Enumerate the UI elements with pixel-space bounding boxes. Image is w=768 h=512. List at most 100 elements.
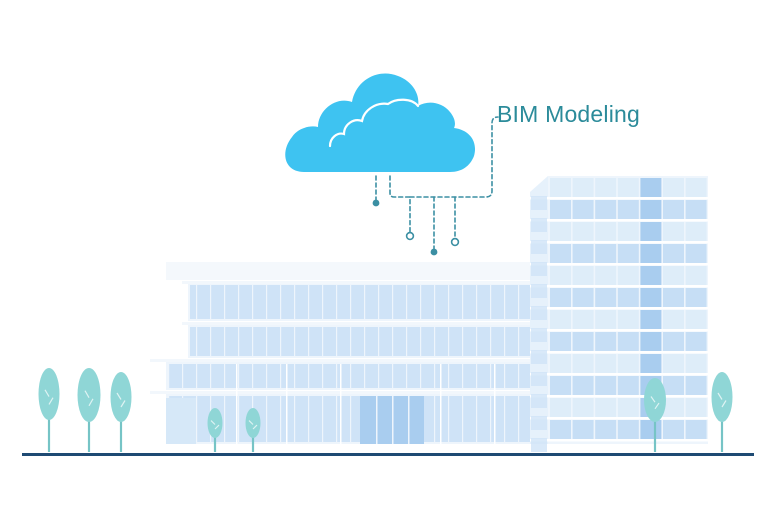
tower-window	[572, 200, 594, 219]
tower-window	[595, 398, 617, 417]
tower-window	[617, 288, 639, 307]
tower-window	[550, 332, 571, 351]
tower-window	[550, 222, 571, 241]
tree-canopy	[38, 368, 60, 420]
tower-slab	[530, 285, 708, 288]
tower-side-window	[531, 416, 547, 430]
tower-slab	[530, 439, 708, 442]
tower-window	[685, 376, 707, 395]
tower-window	[663, 310, 684, 329]
tower-window	[617, 354, 639, 373]
ground-line	[22, 453, 754, 456]
tower-window	[550, 200, 571, 219]
tower-window	[595, 420, 617, 439]
tower-window	[685, 200, 707, 219]
floor-slab	[182, 281, 546, 284]
tower-window	[550, 376, 571, 395]
tower-window	[663, 420, 684, 439]
tower-window	[617, 398, 639, 417]
tower-side-window	[531, 284, 547, 298]
floor-glass	[168, 396, 542, 442]
tower-window	[685, 332, 707, 351]
tower-window	[572, 332, 594, 351]
tower-window	[572, 420, 594, 439]
tree-icon	[245, 408, 261, 452]
tower-window	[550, 420, 571, 439]
tower-window	[663, 332, 684, 351]
tower-window	[572, 376, 594, 395]
tower-window	[550, 398, 571, 417]
tree-canopy	[110, 372, 132, 422]
tower-window	[595, 178, 617, 197]
connector-node	[430, 248, 438, 256]
tower-window	[595, 244, 617, 263]
tower-window	[595, 332, 617, 351]
tower-slab	[530, 395, 708, 398]
tree-canopy	[644, 378, 666, 422]
tower-window	[663, 222, 684, 241]
tower-window	[572, 266, 594, 285]
tower-window	[640, 288, 662, 307]
tower-window	[550, 244, 571, 263]
floor-slab	[150, 359, 546, 362]
tower-building	[530, 176, 708, 452]
bim-modeling-label: BIM Modeling	[497, 101, 641, 127]
tower-window	[550, 266, 571, 285]
side-panel	[166, 398, 196, 444]
tower-slab	[530, 417, 708, 420]
tower-window	[685, 288, 707, 307]
roof-frame	[166, 262, 546, 280]
tower-side-window	[531, 306, 547, 320]
tree-branch	[84, 390, 94, 407]
tower-window	[663, 244, 684, 263]
tower-slab	[530, 219, 708, 222]
tower-window	[617, 420, 639, 439]
tower-window	[572, 244, 594, 263]
floor-glass	[190, 327, 542, 356]
tower-window	[595, 376, 617, 395]
tower-slab	[530, 329, 708, 332]
floor-glass	[168, 364, 542, 388]
column	[236, 364, 238, 444]
tower-window	[640, 178, 662, 197]
tree-branch	[248, 420, 258, 430]
tower-slab	[530, 241, 708, 244]
tower-window	[617, 178, 639, 197]
tower-window	[617, 244, 639, 263]
tower-window	[685, 354, 707, 373]
tower-window	[640, 244, 662, 263]
cloud-inner-outline	[328, 98, 420, 148]
floor-slab	[150, 391, 546, 394]
column	[440, 364, 442, 444]
tower-side-window	[531, 262, 547, 276]
tower-window	[640, 332, 662, 351]
tower-side-window	[531, 438, 547, 452]
tree-branch	[116, 392, 126, 408]
tree-canopy	[245, 408, 261, 438]
tower-window	[550, 310, 571, 329]
tower-window	[685, 398, 707, 417]
tree-icon	[711, 372, 733, 452]
tower-window	[572, 222, 594, 241]
tower-window	[572, 398, 594, 417]
tower-window	[572, 288, 594, 307]
tree-branch	[650, 396, 660, 410]
column	[340, 364, 342, 444]
tower-window	[550, 178, 571, 197]
tower-window	[595, 222, 617, 241]
tower-window	[640, 222, 662, 241]
tree-icon	[38, 368, 60, 452]
entrance-mullion	[376, 396, 378, 444]
tower-window	[617, 222, 639, 241]
tree-canopy	[77, 368, 101, 422]
tower-window	[550, 354, 571, 373]
connector-node	[405, 231, 415, 241]
tower-window	[640, 420, 662, 439]
column	[286, 364, 288, 444]
entrance-mullion	[392, 396, 394, 444]
connector-nodes	[372, 199, 460, 256]
tower-window	[663, 178, 684, 197]
tower-window	[595, 266, 617, 285]
tower-slab	[530, 197, 708, 200]
tree-canopy	[207, 408, 223, 438]
